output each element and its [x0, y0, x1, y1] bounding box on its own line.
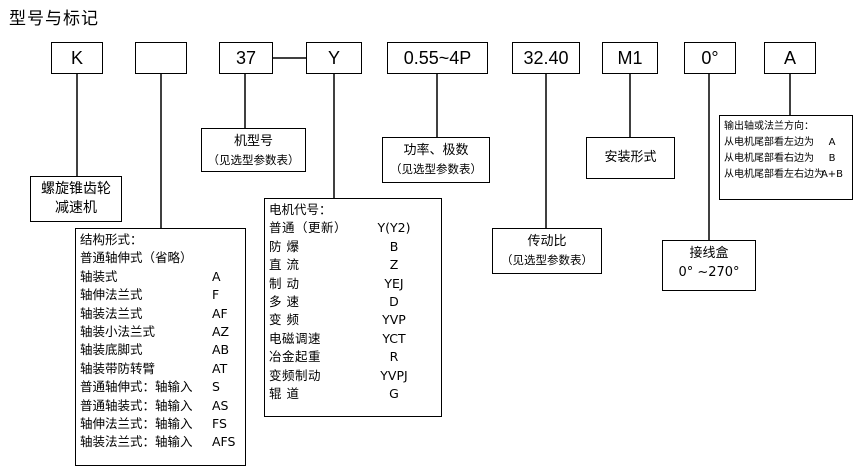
reducer-box: 螺旋锥齿轮 减速机 [30, 176, 122, 222]
frame-box: 机型号 （见选型参数表） [201, 128, 306, 172]
power-label: 功率、极数 [403, 143, 469, 158]
reducer-line2: 减速机 [55, 200, 97, 216]
junction-range: 0° ~270° [678, 265, 740, 280]
code-box-junction: 0° [684, 42, 736, 74]
direction-heading: 输出轴或法兰方向： [724, 121, 814, 132]
list-item: 普通（更新）Y(Y2) [269, 220, 411, 236]
mount-box: 安装形式 [586, 137, 675, 179]
frame-note: （见选型参数表） [207, 153, 300, 167]
list-item: 普通轴伸式（省略） [80, 250, 193, 266]
junction-box: 接线盒 0° ~270° [662, 240, 756, 291]
power-note: （见选型参数表） [390, 162, 482, 176]
code-box-mount: M1 [602, 42, 658, 74]
code-box-frame: 37 [219, 42, 273, 74]
reducer-line1: 螺旋锥齿轮 [41, 181, 111, 197]
code-box-type: K [51, 42, 103, 74]
code-box-direction: A [764, 42, 816, 74]
structure-heading: 结构形式： [80, 232, 143, 247]
page-title: 型号与标记 [9, 9, 99, 29]
ratio-box: 传动比 （见选型参数表） [492, 228, 602, 274]
ratio-note: （见选型参数表） [501, 253, 593, 267]
code-box-power: 0.55~4P [387, 42, 488, 74]
frame-label: 机型号 [233, 134, 273, 149]
code-box-motor: Y [306, 42, 362, 74]
code-box-structure [135, 42, 187, 74]
power-box: 功率、极数 （见选型参数表） [382, 137, 490, 183]
junction-label: 接线盒 [689, 246, 729, 261]
mount-label: 安装形式 [604, 150, 657, 165]
code-box-ratio: 32.40 [512, 42, 580, 74]
motor-heading: 电机代号： [269, 202, 332, 217]
ratio-label: 传动比 [527, 234, 567, 249]
